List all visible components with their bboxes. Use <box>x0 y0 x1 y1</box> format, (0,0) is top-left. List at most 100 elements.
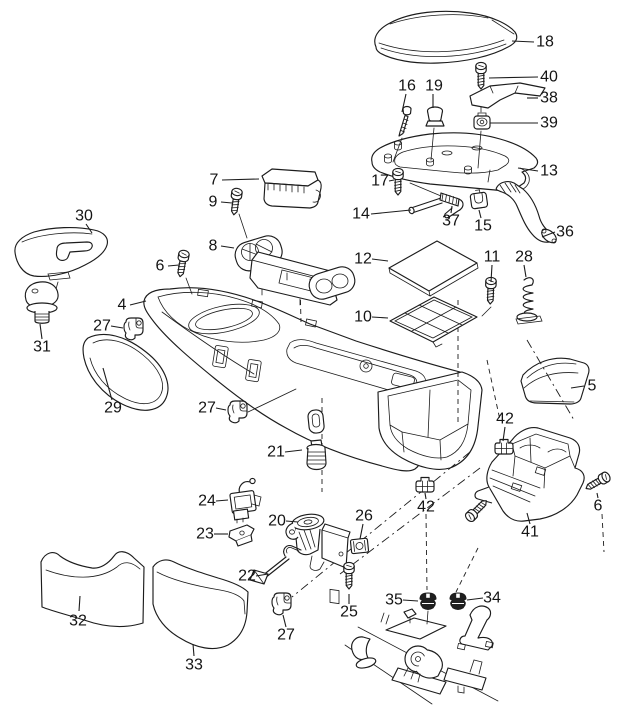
leader-line-17-7 <box>388 179 395 182</box>
part-knob-19 <box>425 106 445 127</box>
leader-line-16-4 <box>401 93 407 113</box>
part-armrest-lid-18 <box>374 10 518 64</box>
part-cover-30 <box>14 226 108 297</box>
leader-line-37-9 <box>450 205 453 214</box>
leader-line-14-8 <box>370 209 412 215</box>
leader-line-22-36 <box>255 573 269 577</box>
part-clip-27-b <box>227 400 248 424</box>
leader-line-34-39 <box>466 597 484 601</box>
part-label-20-34: 20 <box>268 513 286 530</box>
leader-line-15-10 <box>478 209 482 219</box>
part-label-25-37: 25 <box>340 604 358 621</box>
leader-line-10-21 <box>371 316 389 319</box>
part-rear-console-41 <box>474 427 585 522</box>
part-base-plate-13 <box>371 132 539 192</box>
part-label-17-7: 17 <box>371 173 389 190</box>
part-label-6-15: 6 <box>156 258 165 275</box>
part-mat-12 <box>388 240 479 297</box>
part-label-27-42: 27 <box>277 627 295 644</box>
part-label-42-31: 42 <box>417 499 435 516</box>
part-label-36-11: 36 <box>556 224 574 241</box>
part-clip-27-a <box>123 317 144 341</box>
part-label-41-29: 41 <box>521 524 539 541</box>
part-label-42-28: 42 <box>496 411 514 428</box>
part-label-6-30: 6 <box>594 498 603 515</box>
part-lock-cylinder-key-21 <box>306 409 327 471</box>
leader-line-18-0 <box>511 40 535 43</box>
part-label-10-21: 10 <box>354 309 372 326</box>
part-lever-22 <box>249 544 302 585</box>
leader-line-20-34 <box>285 520 299 523</box>
leader-line-13-6 <box>517 167 539 172</box>
leader-line-41-29 <box>526 512 531 525</box>
part-label-24-32: 24 <box>198 493 216 510</box>
leader-line-33-41 <box>192 643 195 657</box>
leader-line-42-28 <box>502 426 506 442</box>
leader-line-27-26 <box>215 407 227 411</box>
leader-line-40-1 <box>488 76 539 79</box>
part-label-28-20: 28 <box>515 249 533 266</box>
leader-line-27-24 <box>110 325 124 329</box>
part-grommet-35 <box>419 592 437 610</box>
part-clamp-15 <box>469 189 489 210</box>
part-label-14-8: 14 <box>352 206 370 223</box>
leader-line-8-14 <box>220 245 235 249</box>
part-tray-8 <box>234 235 356 306</box>
part-screw-9 <box>228 187 244 217</box>
part-bracket-38 <box>469 82 546 109</box>
part-label-4-23: 4 <box>118 297 127 314</box>
leader-line-12-18 <box>371 258 389 262</box>
part-spring-37 <box>439 192 464 219</box>
part-bracket-23 <box>228 524 255 547</box>
part-label-18-0: 18 <box>536 34 554 51</box>
part-nut-39 <box>473 112 491 130</box>
leader-line-32-40 <box>78 595 81 612</box>
part-plug-31 <box>24 281 59 324</box>
part-microswitch-24 <box>229 477 262 524</box>
part-label-34-39: 34 <box>483 590 501 607</box>
part-label-38-2: 38 <box>540 90 558 107</box>
leader-line-31-17 <box>39 323 43 340</box>
part-label-12-18: 12 <box>354 251 372 268</box>
part-label-21-27: 21 <box>267 444 285 461</box>
part-label-11-19: 11 <box>484 249 501 266</box>
leader-line-27-42 <box>282 614 287 628</box>
part-screw-25 <box>343 561 355 590</box>
leader-line-30-16 <box>85 223 93 234</box>
leader-line-28-20 <box>523 264 527 278</box>
part-floor-bracket-assembly <box>344 605 499 705</box>
leader-line-29-25 <box>102 367 113 401</box>
part-label-30-16: 30 <box>75 208 93 225</box>
part-label-16-4: 16 <box>398 78 416 95</box>
part-screw-40 <box>475 61 487 90</box>
part-side-cover-29 <box>82 333 169 411</box>
part-label-32-40: 32 <box>69 613 87 630</box>
leader-line-42-31 <box>424 492 427 500</box>
part-label-26-35: 26 <box>355 508 373 525</box>
part-side-trim-32 <box>40 551 145 628</box>
part-screw-16 <box>398 105 412 137</box>
part-label-33-41: 33 <box>185 657 203 674</box>
part-label-23-33: 23 <box>196 526 214 543</box>
leader-line-36-11 <box>541 231 556 238</box>
part-label-39-3: 39 <box>540 115 558 132</box>
leader-line-11-19 <box>490 264 493 283</box>
leader-line-6-30 <box>596 492 599 499</box>
leader-line-21-27 <box>284 449 303 453</box>
part-screw-rear <box>463 496 491 524</box>
part-lock-housing-20 <box>285 513 351 605</box>
part-speed-nut-26 <box>349 537 370 555</box>
part-console-rear-box <box>377 371 483 470</box>
part-screw-17 <box>392 167 404 196</box>
leader-line-6-15 <box>167 264 180 267</box>
part-rubber-insert-10 <box>389 296 478 348</box>
part-label-5-22: 5 <box>588 378 597 395</box>
leader-line-26-35 <box>359 523 364 540</box>
part-label-8-14: 8 <box>209 238 218 255</box>
part-clip-27-c <box>271 592 292 616</box>
part-stowage-box-7 <box>261 168 322 209</box>
part-label-13-6: 13 <box>540 163 558 180</box>
